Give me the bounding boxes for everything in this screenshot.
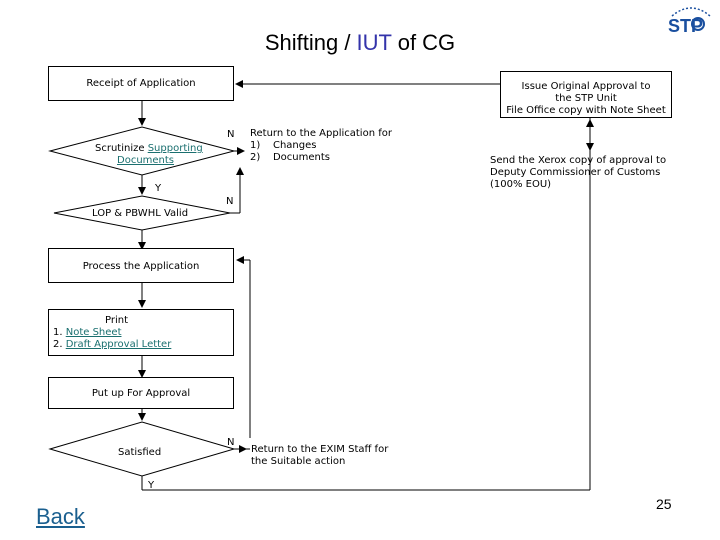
issue-line-3: File Office copy with Note Sheet: [506, 105, 666, 116]
page-number: 25: [656, 496, 672, 512]
send-line-2: Deputy Commissioner of Customs: [490, 167, 661, 178]
satisfied-label: Satisfied: [118, 447, 162, 458]
supporting-link[interactable]: Supporting: [147, 143, 203, 154]
approval-label: Put up For Approval: [91, 388, 191, 399]
back-link[interactable]: Back: [36, 504, 85, 529]
receipt-box: Receipt of Application: [48, 66, 234, 101]
title-highlight: IUT: [356, 30, 392, 55]
page-title: Shifting / IUT of CG: [0, 30, 720, 56]
label-n-satisfied: N: [227, 437, 235, 448]
scrutinize-label-2: Documents: [117, 155, 174, 167]
label-y-satisfied: Y: [148, 480, 155, 491]
return-exim-line-2: the Suitable action: [251, 456, 346, 467]
title-text: Shifting /: [264, 30, 357, 55]
note-sheet-link[interactable]: Note Sheet: [65, 327, 122, 338]
title-text-end: of CG: [391, 30, 456, 55]
scrutinize-label: Scrutinize Supporting: [95, 143, 203, 154]
documents-link[interactable]: Documents: [117, 155, 175, 166]
print-item-2: 2. Draft Approval Letter: [53, 339, 172, 350]
return-exim-line-1: Return to the EXIM Staff for: [251, 444, 389, 455]
print-box: Print 1. Note Sheet 2. Draft Approval Le…: [48, 309, 234, 356]
send-line-3: (100% EOU): [490, 179, 552, 190]
lop-label: LOP & PBWHL Valid: [92, 208, 189, 219]
print-title: Print: [105, 315, 129, 326]
send-line-1: Send the Xerox copy of approval to: [490, 155, 667, 166]
return-app-line-3: 2) Documents: [250, 152, 330, 163]
process-box: Process the Application: [48, 248, 234, 283]
receipt-label: Receipt of Application: [86, 78, 196, 89]
approval-box: Put up For Approval: [48, 377, 234, 409]
logo-text: STP: [668, 16, 703, 36]
return-app-line-2: 1) Changes: [250, 140, 317, 151]
issue-line-2: the STP Unit: [555, 93, 617, 104]
issue-box: Issue Original Approval to the STP Unit …: [500, 71, 672, 118]
label-n-scrutinize: N: [227, 129, 235, 140]
label-y-scrutinize: Y: [155, 183, 162, 194]
label-n-lop: N: [226, 196, 234, 207]
draft-approval-link[interactable]: Draft Approval Letter: [65, 339, 172, 350]
stp-logo: STP: [664, 2, 718, 42]
print-item-1: 1. Note Sheet: [53, 327, 122, 338]
return-app-line-1: Return to the Application for: [250, 128, 392, 139]
process-label: Process the Application: [82, 261, 200, 272]
issue-line-1: Issue Original Approval to: [521, 81, 651, 92]
stp-logo-icon: STP: [668, 7, 711, 36]
